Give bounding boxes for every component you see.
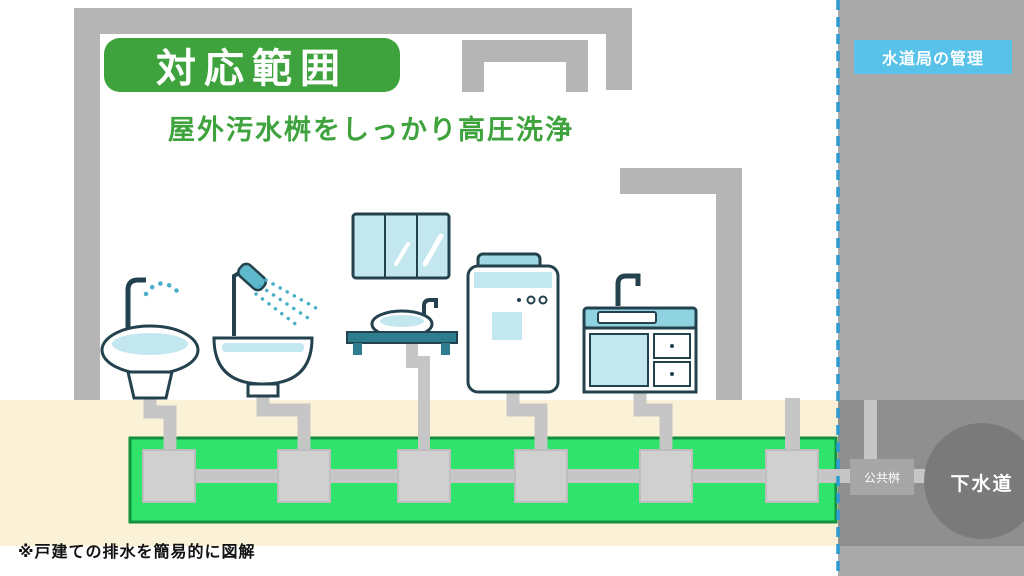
kitchen-sink-icon	[582, 273, 698, 394]
shower-spray-dots	[264, 278, 318, 310]
shower-trap-pipe	[256, 392, 311, 452]
shower-spray-dots	[254, 292, 300, 328]
house-vent-right-leg	[566, 40, 588, 92]
shower-basin-icon	[212, 262, 318, 398]
washbasin-mirror-icon	[346, 212, 458, 355]
drain-basin-icon	[397, 449, 451, 503]
house-vent-left-leg	[462, 40, 484, 92]
sewer-label: 下水道	[950, 474, 1014, 495]
house-right-wall	[716, 168, 742, 400]
heater-trap-pipe	[506, 392, 548, 452]
public-basin-box: 公共桝	[850, 459, 914, 495]
shower-spray-dots	[258, 284, 310, 320]
shower-head	[237, 262, 267, 292]
house-vent-top	[462, 40, 588, 62]
public-downpipe	[864, 400, 877, 462]
water-spray-dots	[143, 281, 181, 297]
toilet-trap-pipe	[143, 396, 177, 452]
subtitle-text: 屋外汚水桝をしっかり高圧洗浄	[168, 115, 574, 145]
kitchen-trap-pipe	[633, 392, 673, 452]
house-right-upper-wall	[606, 8, 632, 90]
drain-basin-icon	[142, 449, 196, 503]
drain-basins	[142, 449, 819, 503]
sink-basin	[597, 311, 657, 324]
sewer-circle-icon	[924, 423, 1024, 539]
toilet-icon	[100, 277, 200, 400]
washbasin-trap-pipe	[406, 344, 430, 452]
management-badge-label: 水道局の管理	[881, 51, 984, 68]
drain-basin-icon	[514, 449, 568, 503]
drain-basin-icon	[765, 449, 819, 503]
shelf	[346, 331, 458, 344]
management-badge: 水道局の管理	[854, 40, 1012, 74]
faucet	[615, 273, 641, 306]
house-outline	[74, 8, 742, 400]
footnote: ※戸建ての排水を簡易的に図解	[18, 544, 256, 561]
faucet	[422, 298, 438, 318]
drain-basin-icon	[277, 449, 331, 503]
house-left-wall	[74, 8, 100, 400]
title-badge: 対応範囲	[104, 38, 400, 92]
house-right-downpipe	[785, 398, 800, 454]
water-heater-icon	[466, 252, 560, 394]
page-title: 対応範囲	[156, 47, 348, 91]
drain-basin-icon	[639, 449, 693, 503]
house-top-wall	[74, 8, 632, 34]
public-basin-label: 公共桝	[863, 470, 900, 485]
